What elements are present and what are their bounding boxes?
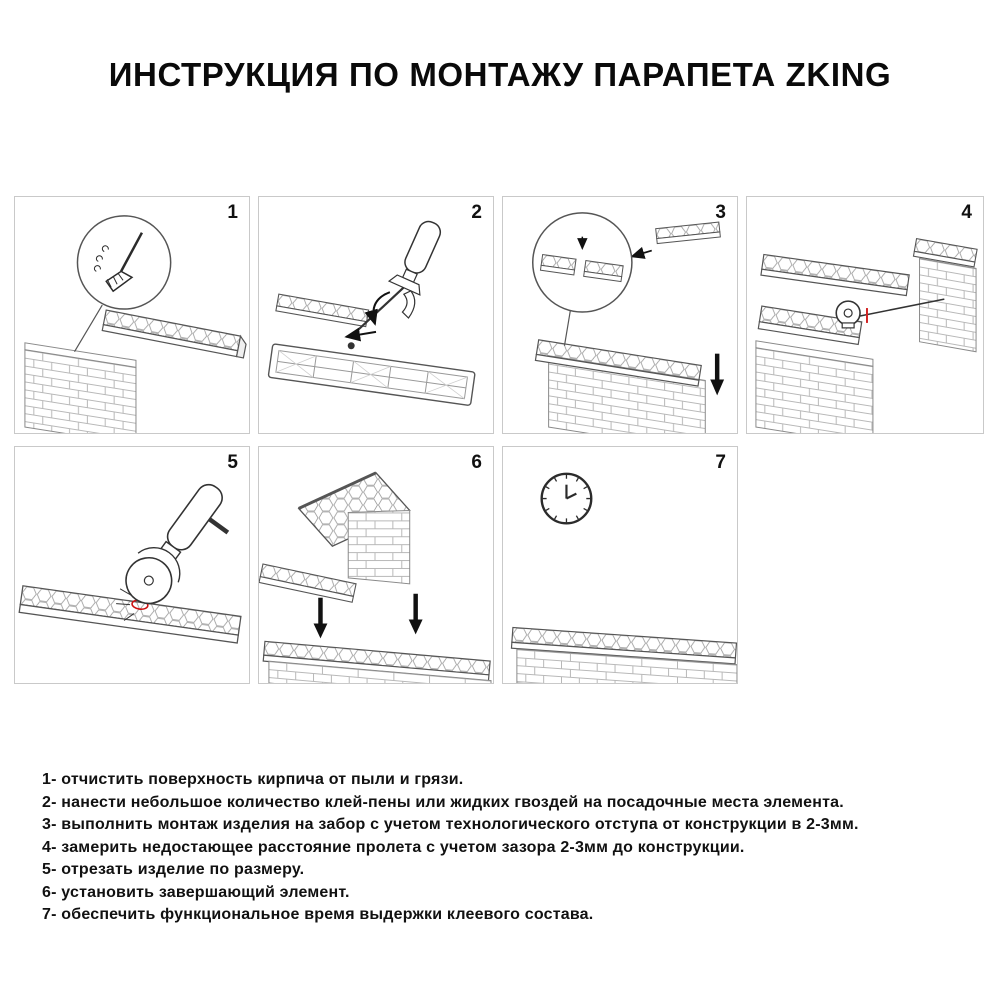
direction-arrow-icon: [344, 327, 377, 342]
parapet-underside: [267, 343, 476, 406]
panel-number-3: 3: [715, 202, 726, 223]
gap-magnifier-icon: [532, 212, 633, 346]
step-7-illustration: [510, 472, 737, 683]
step-6-illustration: [259, 471, 492, 683]
step-panel-6: 6: [258, 446, 494, 684]
step-4-illustration: [755, 238, 978, 433]
step-text-5: 5- отрезать изделие по размеру.: [42, 861, 305, 878]
parapet-element-small: [275, 293, 370, 328]
step-text-3: 3- выполнить монтаж изделия на забор с у…: [42, 816, 859, 833]
clock-icon: [540, 472, 593, 525]
parapet-element: [534, 339, 702, 387]
step-text-4: 4- замерить недостающее расстояние проле…: [42, 838, 745, 856]
step-panel-2: 2: [258, 196, 494, 434]
parapet-piece-detached: [655, 221, 721, 245]
step-panel-1: 1: [14, 196, 250, 434]
step-panel-5: 5: [14, 446, 250, 684]
panel-number-4: 4: [961, 202, 972, 223]
step-5-illustration: [18, 483, 242, 644]
panel-number-5: 5: [227, 452, 238, 473]
lower-parapet: [262, 640, 491, 682]
foam-dot: [347, 342, 355, 350]
step-panel-3: 3: [502, 196, 738, 434]
down-arrow-left-icon: [313, 597, 328, 639]
down-arrow-icon: [710, 353, 725, 396]
parapet-element: [18, 585, 242, 644]
step-text-6: 6- установить завершающий элемент.: [42, 883, 350, 901]
brick-wall: [268, 660, 492, 683]
step-3-illustration: [532, 212, 725, 433]
panel-number-1: 1: [227, 202, 238, 223]
brick-wall: [516, 648, 737, 683]
step-text-7: 7- обеспечить функциональное время выдер…: [42, 906, 594, 923]
step-text-2: 2- нанести небольшое количество клей-пен…: [42, 793, 844, 811]
tape-measure-icon: [835, 298, 945, 329]
foam-gun-icon: [349, 220, 442, 339]
page-title: ИНСТРУКЦИЯ ПО МОНТАЖУ ПАРАПЕТА ZKING: [108, 56, 892, 93]
rotate-arrow-icon: [364, 291, 391, 326]
parapet-segment: [259, 563, 357, 603]
roof-finishing-icon: [297, 471, 411, 585]
step-1-illustration: [24, 215, 247, 433]
brick-wall: [24, 342, 137, 433]
step-panel-7: 7: [502, 446, 738, 684]
parapet-element: [101, 309, 247, 359]
step-text-1: 1- отчистить поверхность кирпича от пыли…: [42, 771, 464, 788]
brick-wall: [755, 340, 874, 433]
wall-corner: [912, 238, 978, 353]
angle-grinder-icon: [125, 483, 230, 605]
panel-number-2: 2: [471, 202, 482, 223]
panel-number-7: 7: [715, 452, 726, 473]
down-arrow-right-icon: [408, 593, 423, 635]
insert-arrow-icon: [630, 246, 652, 259]
parapet-element-long: [760, 253, 910, 297]
parapet-element: [510, 626, 737, 665]
broom-icon: [73, 215, 172, 352]
panel-number-6: 6: [471, 452, 482, 473]
step-panel-4: 4: [746, 196, 984, 434]
mounted-parapet: [757, 305, 863, 346]
steps-list: 1- отчистить поверхность кирпича от пыли…: [42, 769, 859, 927]
step-2-illustration: [267, 220, 476, 406]
